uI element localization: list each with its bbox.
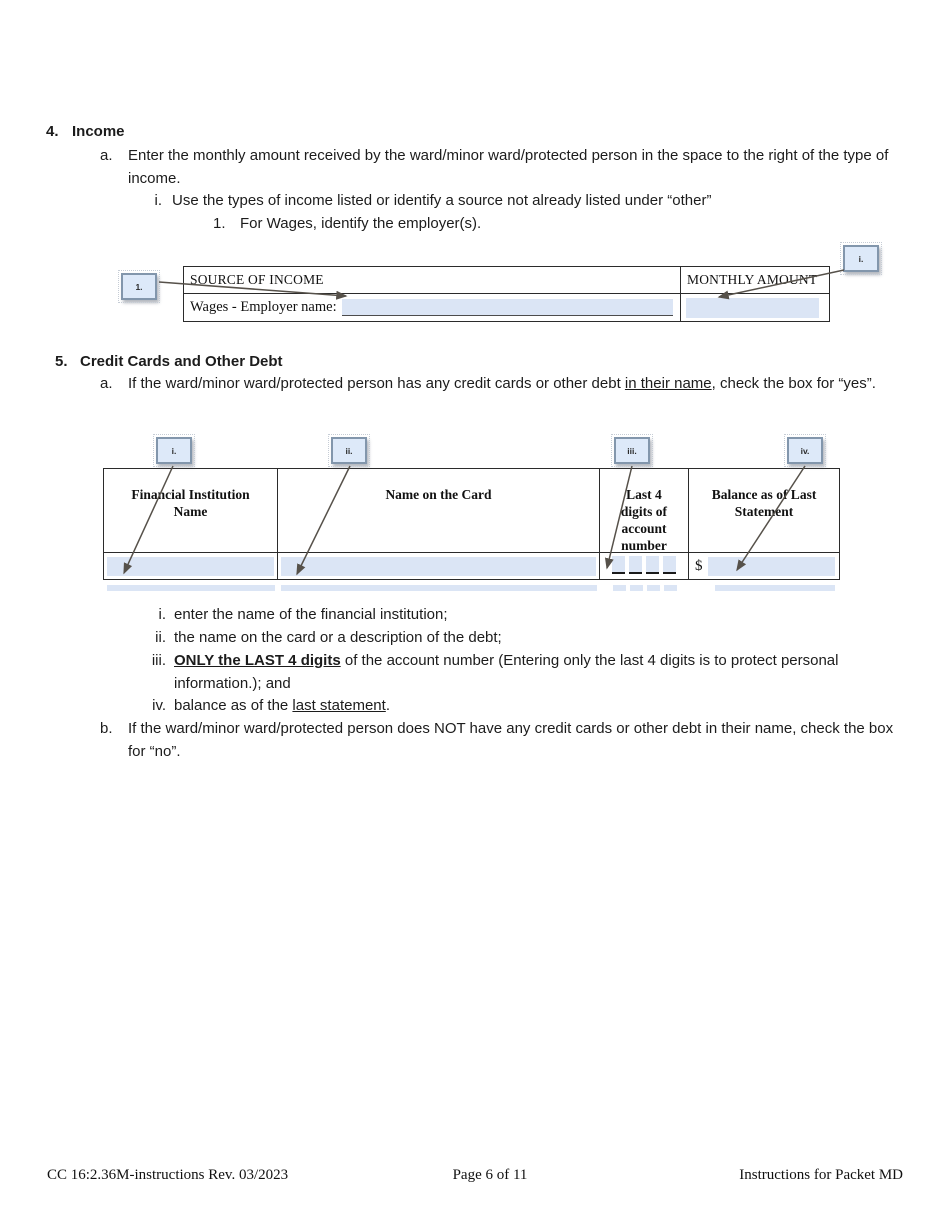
financial-institution-header: Financial Institution Name: [104, 469, 278, 552]
dollar-sign: $: [695, 557, 703, 574]
partial-field: [612, 585, 626, 591]
sub-ii-text: the name on the card or a description of…: [174, 629, 502, 646]
monthly-amount-field: [686, 297, 819, 318]
section-5-item-b: b. If the ward/minor ward/protected pers…: [100, 717, 910, 763]
debt-table-partial-row: [104, 583, 839, 591]
sub-i-marker: i.: [158, 606, 167, 623]
monthly-amount-cell: [681, 294, 829, 321]
section-4-item-a: a. Enter the monthly amount received by …: [100, 144, 900, 190]
item-a-text: If the ward/minor ward/protected person …: [128, 372, 886, 395]
digit-blank: [646, 555, 659, 574]
callout-box-ii-label: ii.: [345, 445, 353, 456]
section-5-title: Credit Cards and Other Debt: [80, 353, 283, 370]
item-a-text-underlined: in their name: [624, 375, 712, 392]
sub-iii-bold-underlined: ONLY the LAST 4 digits: [174, 652, 341, 669]
item-b-marker: b.: [100, 720, 113, 737]
financial-institution-field: [107, 556, 274, 576]
footer-page-number: Page 6 of 11: [452, 1167, 528, 1183]
partial-field: [629, 585, 643, 591]
callout-box-i: i.: [153, 434, 195, 467]
item-i-text: Use the types of income listed or identi…: [172, 192, 712, 209]
callout-box-i-label: i.: [171, 445, 177, 456]
section-4-item-i: i. Use the types of income listed or ide…: [150, 189, 910, 212]
partial-field: [663, 585, 677, 591]
callout-box-1: 1.: [118, 270, 160, 303]
callout-box-1-label: 1.: [135, 281, 143, 292]
digit-blank: [663, 555, 676, 574]
sub-iii-text: ONLY the LAST 4 digits of the account nu…: [174, 649, 866, 695]
sub-iii-text-post: of the account number (Entering only the…: [174, 652, 839, 692]
sub-iii-marker: iii.: [151, 652, 166, 669]
item-a-text: Enter the monthly amount received by the…: [128, 147, 889, 187]
callout-box-iv-label: iv.: [800, 445, 810, 456]
last-4-digits-field: [600, 555, 688, 577]
wages-cell: Wages - Employer name:: [184, 294, 681, 321]
item-a-text-pre: If the ward/minor ward/protected person …: [128, 375, 625, 392]
section-5-sub-i: i. enter the name of the financial insti…: [100, 603, 860, 626]
last-4-digits-cell: [600, 553, 689, 579]
partial-field: [715, 585, 835, 591]
callout-box-i-label: i.: [858, 253, 864, 264]
item-a-marker: a.: [100, 375, 113, 392]
sub-iv-marker: iv.: [152, 697, 166, 714]
item-i-marker: i.: [154, 192, 163, 209]
debt-table: Financial Institution Name Name on the C…: [103, 468, 840, 580]
section-5-item-a: a. If the ward/minor ward/protected pers…: [100, 372, 900, 395]
digit-blank: [612, 555, 625, 574]
income-table-header-row: SOURCE OF INCOME MONTHLY AMOUNT: [184, 267, 829, 294]
wages-employer-field: [341, 299, 673, 316]
section-4-number: 4.: [46, 123, 59, 140]
partial-field: [281, 585, 597, 591]
callout-box-iii-label: iii.: [627, 445, 637, 456]
name-on-card-field: [281, 556, 596, 576]
digit-blank: [629, 555, 642, 574]
section-5-number: 5.: [55, 353, 68, 370]
partial-cell: [689, 583, 839, 591]
partial-field: [646, 585, 660, 591]
item-b-text: If the ward/minor ward/protected person …: [128, 720, 894, 760]
callout-box-ii: ii.: [328, 434, 370, 467]
section-4-item-1: 1. For Wages, identify the employer(s).: [213, 212, 913, 235]
section-4-heading: 4. Income: [46, 120, 125, 143]
wages-label: Wages - Employer name:: [190, 299, 337, 315]
item-1-text: For Wages, identify the employer(s).: [240, 215, 482, 232]
section-5-sub-iii: iii. ONLY the LAST 4 digits of the accou…: [100, 649, 880, 695]
sub-iv-text-pre: balance as of the: [174, 697, 293, 714]
footer-form-number: CC 16:2.36M-instructions Rev. 03/2023: [47, 1167, 289, 1183]
sub-iv-text: balance as of the last statement.: [174, 694, 390, 717]
item-a-marker: a.: [100, 147, 113, 164]
name-on-card-header: Name on the Card: [278, 469, 600, 552]
callout-box-iii: iii.: [611, 434, 653, 467]
sub-iv-text-underlined: last statement: [292, 697, 386, 714]
balance-field: [707, 556, 835, 576]
source-of-income-header: SOURCE OF INCOME: [184, 267, 681, 293]
partial-field: [107, 585, 275, 591]
section-4-title: Income: [72, 123, 125, 140]
balance-header: Balance as of Last Statement: [711, 487, 817, 519]
last-4-digits-header: Last 4 digits of account number: [600, 469, 689, 553]
name-on-card-cell: [278, 553, 600, 579]
callout-box-i: i.: [840, 242, 882, 275]
section-5-sub-ii: ii. the name on the card or a descriptio…: [100, 626, 860, 649]
partial-cell: [104, 583, 278, 591]
footer-packet-label: Instructions for Packet MD: [739, 1167, 903, 1183]
debt-table-data-row: $: [104, 553, 839, 579]
section-5-sub-iv: iv. balance as of the last statement.: [100, 694, 860, 717]
sub-i-text: enter the name of the financial institut…: [174, 606, 448, 623]
income-table-data-row: Wages - Employer name:: [184, 294, 829, 321]
income-table: SOURCE OF INCOME MONTHLY AMOUNT Wages - …: [183, 266, 830, 322]
section-5-heading: 5. Credit Cards and Other Debt: [55, 350, 283, 373]
item-a-text-post: , check the box for “yes”.: [711, 375, 876, 392]
balance-cell: $: [689, 553, 839, 579]
monthly-amount-header: MONTHLY AMOUNT: [687, 272, 818, 287]
debt-table-header-row: Financial Institution Name Name on the C…: [104, 469, 839, 553]
financial-institution-cell: [104, 553, 278, 579]
partial-cell: [600, 583, 689, 591]
item-1-marker: 1.: [213, 215, 226, 232]
sub-ii-marker: ii.: [155, 629, 166, 646]
sub-iv-text-post: .: [385, 697, 390, 714]
partial-cell: [278, 583, 600, 591]
callout-box-iv: iv.: [784, 434, 826, 467]
